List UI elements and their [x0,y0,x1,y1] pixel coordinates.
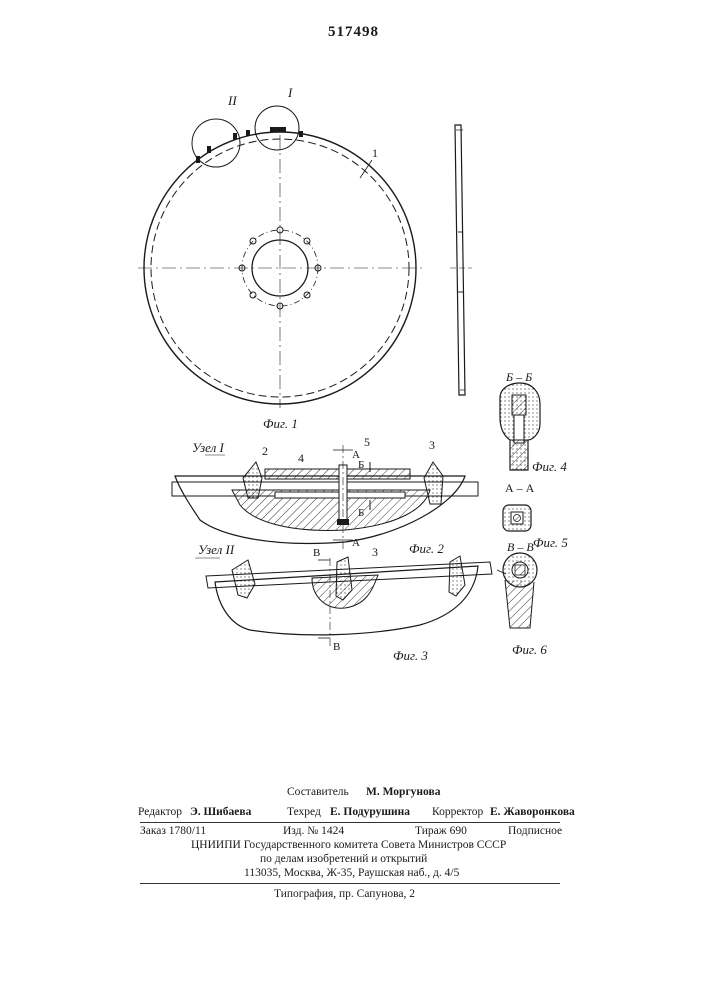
part-label-2: 2 [262,444,268,458]
section-mark-V-top: В [313,547,320,559]
figure-1-disc [138,106,425,408]
section-title-AA: А – А [505,481,535,495]
part-label-3-fig3: 3 [372,545,378,559]
section-mark-V-bottom: В [333,641,340,653]
section-title-BB: Б – Б [505,370,532,384]
figure-1-caption: Фиг. 1 [263,416,298,431]
figure-4-caption: Фиг. 4 [532,459,567,474]
figure-5-caption: Фиг. 5 [533,535,568,550]
fig2-holder-bar [265,469,410,479]
node-I-title: Узел I [192,440,225,455]
node-II-title: Узел II [198,542,235,557]
part-label-5: 5 [364,435,370,449]
figure-3-node-II [195,556,492,648]
section-mark-B-bottom: Б [358,507,364,519]
part-label-4: 4 [298,451,304,465]
figure-2-node-I [172,445,478,550]
section-title-VV: В – В [507,540,534,554]
figure-6-section-VV [497,553,537,628]
figure-3-caption: Фиг. 3 [393,648,428,663]
part-label-1: 1 [372,146,378,160]
callout-label-II: II [227,93,237,108]
figure-2-caption: Фиг. 2 [409,541,444,556]
callout-label-I: I [287,85,293,100]
figure-4-section-BB [500,383,540,470]
figure-5-section-AA [503,505,531,531]
section-mark-A-bottom: А [352,537,360,549]
part-label-3-fig2: 3 [429,438,435,452]
figure-6-caption: Фиг. 6 [512,642,547,657]
disc-side-view [450,125,472,395]
section-mark-B-top: Б [358,459,364,471]
